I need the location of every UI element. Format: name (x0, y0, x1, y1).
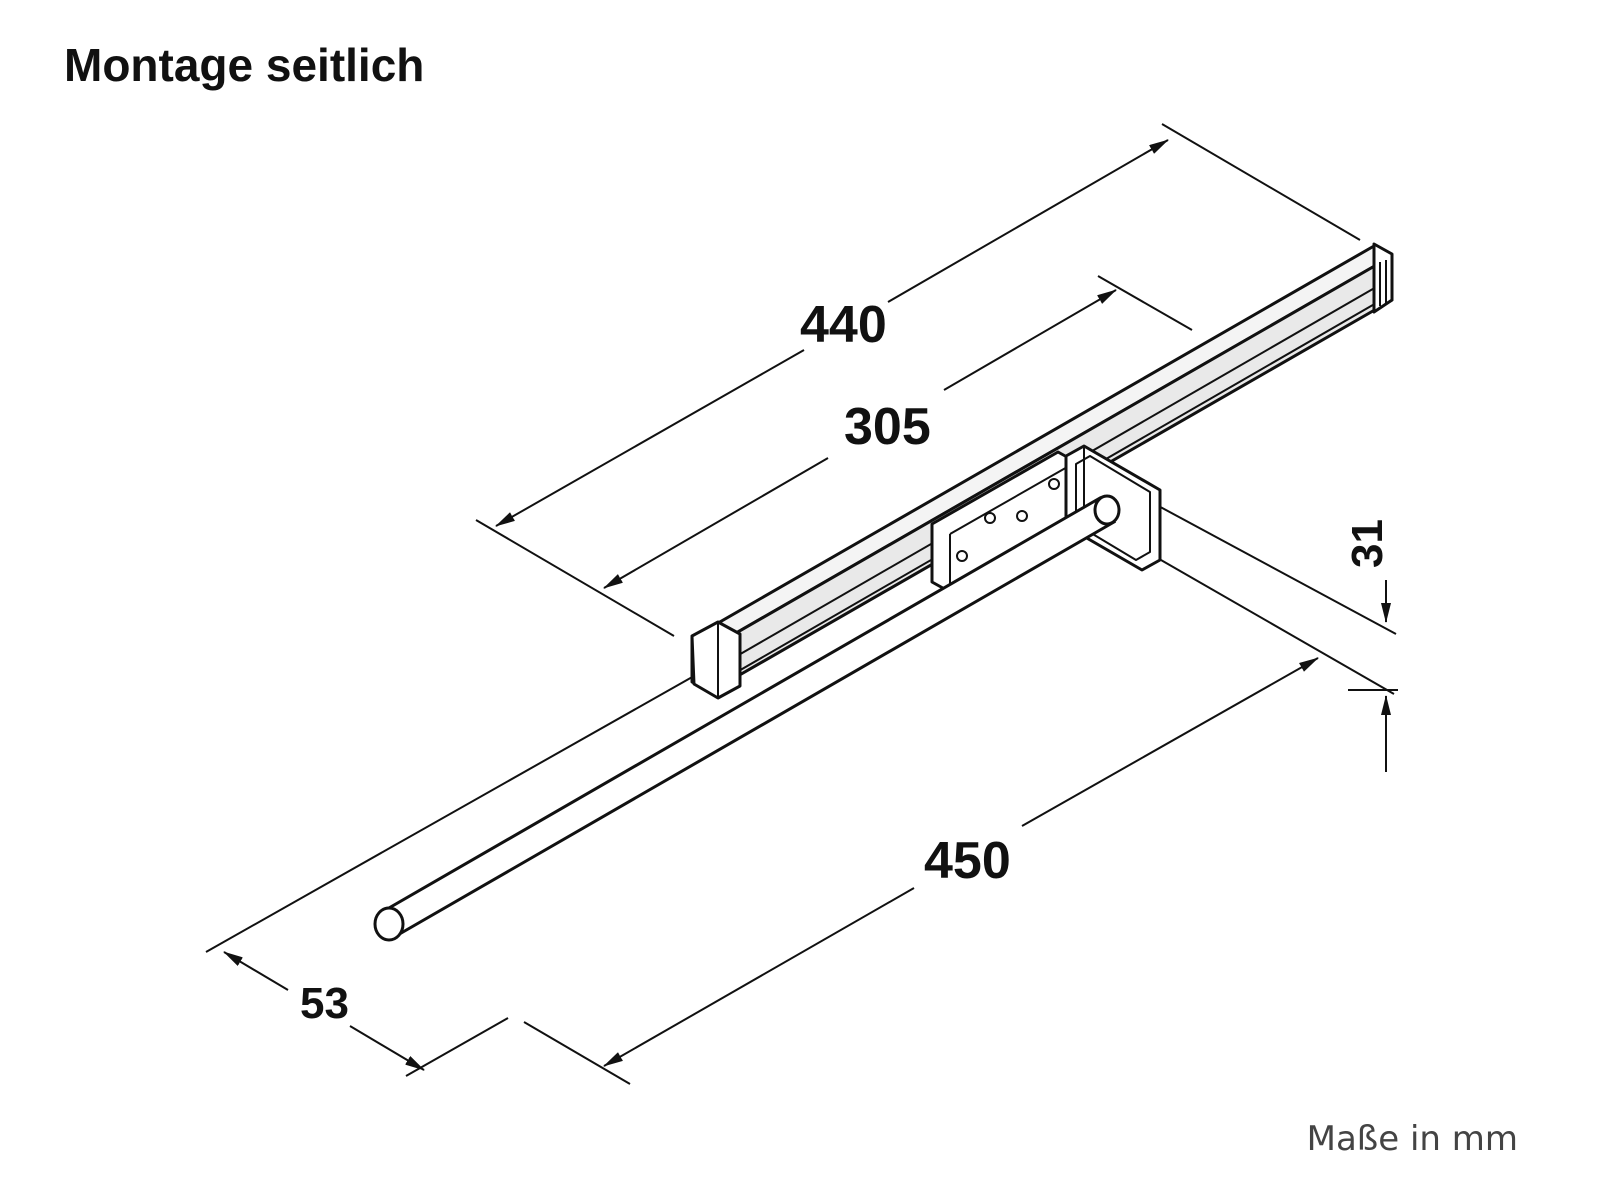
dimension-lines (223, 139, 1398, 1071)
dim-440-line-b (887, 139, 1169, 303)
extension-lines (205, 123, 1397, 1085)
rail-top-face (690, 244, 1394, 650)
screw-hole (1016, 510, 1028, 522)
units-note: Maße in mm (1306, 1119, 1518, 1159)
slider-carriage (930, 444, 1162, 594)
dim-53-line-b (349, 1025, 425, 1071)
dim-305-line-a (603, 457, 829, 589)
dim-305-line-b (943, 289, 1117, 391)
screw-hole (1048, 478, 1060, 490)
rail-left-end-block (690, 620, 742, 700)
dim-label-31: 31 (1343, 519, 1392, 568)
dim-label-440: 440 (800, 296, 887, 354)
dim-53-line-a (223, 951, 289, 991)
rod-end (373, 906, 405, 942)
rail-right-cap (1372, 242, 1394, 314)
dim-440-line-a (495, 349, 805, 527)
rod (373, 494, 1121, 942)
dim-label-305: 305 (844, 398, 931, 456)
dim-label-450: 450 (924, 832, 1011, 890)
rod-attachment (1093, 494, 1121, 526)
screw-hole (956, 550, 968, 562)
dim-label-53: 53 (300, 979, 349, 1028)
screw-hole (984, 512, 996, 524)
dim-450-line-a (603, 887, 915, 1067)
dim-450-line-b (1021, 657, 1319, 827)
page-title: Montage seitlich (64, 39, 425, 91)
